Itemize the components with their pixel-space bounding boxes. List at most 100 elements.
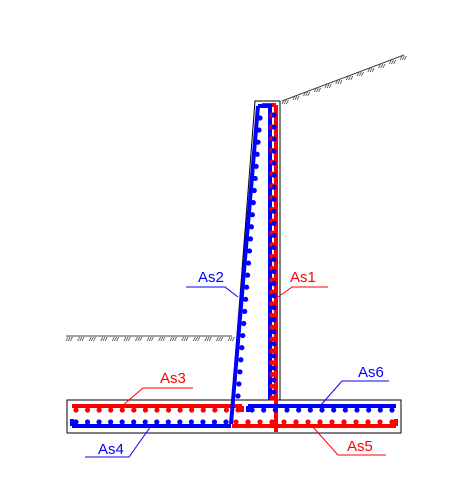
- rebar-dot: [271, 148, 277, 154]
- rebar-dot: [238, 357, 244, 363]
- soil-hatch-mark: [232, 336, 235, 342]
- leader-as2: [186, 286, 239, 298]
- rebar-dot: [239, 345, 245, 351]
- rebar-dot: [329, 419, 335, 425]
- soil-hatch-mark: [135, 336, 138, 342]
- soil-hatch-mark: [169, 336, 173, 342]
- soil-hatch-mark: [81, 336, 85, 342]
- rebar-dot: [237, 369, 243, 375]
- rebar-dot: [223, 419, 229, 425]
- soil-hatch-mark: [369, 67, 373, 73]
- rebar-dot: [242, 308, 248, 314]
- leader-as5: [311, 425, 386, 456]
- soil-hatch-mark: [192, 336, 196, 342]
- rebar-as4-blue: [70, 419, 231, 428]
- rebar-dot: [131, 419, 137, 425]
- rebar-dot: [271, 232, 277, 239]
- rebar-dot: [317, 419, 323, 425]
- rebar-dot: [177, 407, 183, 413]
- soil-hatch-mark: [283, 99, 287, 105]
- rebar-dot: [389, 419, 395, 425]
- rebar-dot: [271, 220, 277, 226]
- rebar-dot: [271, 268, 277, 275]
- soil-hatch-mark: [356, 71, 360, 77]
- rebar-dot: [131, 407, 137, 413]
- rebar-dot: [271, 208, 277, 214]
- soil-hatch-mark: [404, 55, 407, 61]
- label-as1: As1: [290, 269, 316, 286]
- rebar-dot: [257, 419, 263, 425]
- rebar-dot: [252, 175, 258, 182]
- rebar-dot: [271, 377, 277, 383]
- soil-hatch-mark: [361, 71, 364, 77]
- soil-hatch-mark: [399, 55, 403, 61]
- rebar-dot: [269, 419, 275, 425]
- rebar-dot: [269, 324, 275, 330]
- rebar-dot: [244, 272, 251, 278]
- rebar-dot: [271, 317, 277, 323]
- rebar-dot: [154, 419, 160, 425]
- rebar-as5-red: [232, 419, 398, 428]
- rebar-dot: [73, 407, 79, 413]
- rebar-dot: [254, 151, 260, 157]
- soil-hatch-mark: [151, 336, 154, 342]
- leader-as4: [85, 425, 152, 458]
- soil-hatch-mark: [296, 95, 300, 101]
- soil-hatch-mark: [160, 336, 164, 342]
- label-as6: As6: [358, 364, 384, 381]
- soil-hatch-mark: [318, 87, 321, 93]
- rebar-dot: [189, 407, 195, 413]
- soil-hatch-mark: [367, 67, 371, 73]
- rebar-dot: [257, 115, 263, 121]
- rebar-dot: [269, 371, 275, 378]
- soil-hatch-mark: [204, 336, 208, 342]
- soil-hatch-mark: [116, 336, 120, 342]
- rebar-dot: [247, 236, 254, 242]
- soil-hatch-mark: [358, 71, 362, 77]
- rebar-dot: [271, 124, 277, 130]
- rebar-dot: [271, 293, 277, 299]
- rebar-dot: [236, 381, 242, 387]
- rebar-dot: [269, 336, 275, 342]
- rebar-dot: [243, 296, 249, 302]
- soil-hatch-mark: [335, 79, 338, 85]
- leader-as3: [121, 387, 193, 407]
- soil-hatch-mark: [339, 79, 343, 85]
- rebar-dot: [246, 248, 253, 254]
- soil-hatch-mark: [208, 336, 212, 342]
- soil-hatch-mark: [197, 336, 201, 342]
- rebar-dot: [342, 407, 348, 413]
- rebar-dot: [354, 407, 360, 413]
- rebar-dot: [271, 244, 277, 251]
- rebar-dot: [154, 407, 160, 413]
- soil-hatch-mark: [148, 336, 152, 342]
- soil-hatch-mark: [401, 55, 405, 61]
- rebar-dot: [84, 407, 91, 413]
- soil-hatch-mark: [127, 336, 131, 342]
- soil-hatch-mark: [326, 83, 330, 89]
- rebar-dot: [212, 407, 218, 413]
- label-as5: As5: [347, 438, 373, 455]
- soil-hatch-mark: [281, 99, 285, 105]
- rebar-dot: [142, 419, 148, 425]
- soil-hatch-mark: [229, 336, 233, 342]
- soil-hatch-mark: [77, 336, 80, 342]
- rebar-dot: [271, 256, 277, 263]
- rebar-dot: [305, 419, 311, 425]
- rebar-dot: [331, 407, 337, 413]
- soil-hatch-mark: [88, 336, 92, 342]
- rebar-dot: [341, 419, 347, 425]
- rebar-dot: [235, 407, 241, 413]
- rebar-dot: [296, 407, 302, 413]
- soil-hatch-mark: [328, 83, 332, 89]
- rebar-dot: [269, 312, 275, 319]
- soil-hatch-mark: [123, 336, 127, 342]
- soil-hatch-mark: [183, 336, 187, 342]
- rebar-dot: [211, 419, 218, 425]
- soil-hatch-mark: [181, 336, 185, 342]
- rebar-dot: [245, 260, 252, 266]
- soil-hatch-mark: [220, 336, 224, 342]
- rebar-dot: [200, 407, 206, 413]
- rebar-dot: [271, 389, 277, 395]
- rebar-dot: [389, 407, 395, 413]
